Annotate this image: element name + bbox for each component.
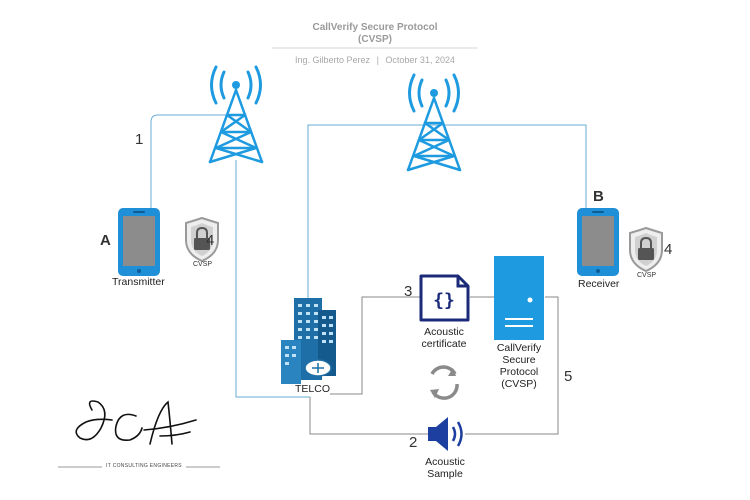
byline: Ing. Gilberto Perez | October 31, 2024 xyxy=(0,55,750,65)
link-sample-telco xyxy=(309,397,430,435)
server-label-line3: Protocol xyxy=(499,366,539,378)
cvsp-badge-left: CVSP xyxy=(193,261,213,268)
server-icon xyxy=(494,256,544,340)
node-b-letter: B xyxy=(593,188,604,205)
shield-lock-icon xyxy=(629,226,663,273)
diagram-title: CallVerify Secure Protocol xyxy=(312,22,438,33)
step-3-label: 3 xyxy=(404,283,413,300)
link-telco-certificate xyxy=(330,296,420,395)
speaker-icon xyxy=(428,417,463,451)
cvsp-badge-right: CVSP xyxy=(637,272,657,279)
step-5-label: 5 xyxy=(564,368,573,385)
certificate-document-icon: {} xyxy=(419,274,470,322)
telco-building-icon xyxy=(281,298,336,384)
shield-lock-icon xyxy=(185,216,219,263)
step-1-label: 1 xyxy=(135,131,144,148)
sync-icon xyxy=(430,365,459,400)
smartphone-icon xyxy=(118,208,160,276)
link-transmitter-tower xyxy=(150,114,231,210)
certificate-label: Acoustic certificate xyxy=(412,326,476,350)
company-logo xyxy=(75,400,197,445)
link-telco-receiver-tower xyxy=(307,124,587,300)
sample-label: Acoustic Sample xyxy=(416,456,474,480)
step-4-label-left: 4 xyxy=(206,232,215,249)
tower-icon xyxy=(406,73,462,172)
receiver-label: Receiver xyxy=(578,278,620,290)
process-lines xyxy=(309,296,559,435)
link-server-sample xyxy=(465,296,559,435)
server-label-line1: CallVerify xyxy=(496,342,542,354)
byline-separator: | xyxy=(376,55,379,65)
publish-date: October 31, 2024 xyxy=(385,55,455,65)
certificate-label-line1: Acoustic xyxy=(424,326,464,338)
link-tower-telco xyxy=(235,160,310,398)
telco-label: TELCO xyxy=(295,383,331,395)
diagram-title-abbrev: (CVSP) xyxy=(358,34,392,45)
smartphone-icon xyxy=(577,208,619,276)
connection-lines xyxy=(150,114,587,398)
node-a-letter: A xyxy=(100,232,111,249)
sample-label-line1: Acoustic xyxy=(425,456,465,468)
author-name: Ing. Gilberto Perez xyxy=(295,55,371,65)
logo-tagline: IT CONSULTING ENGINEERS xyxy=(106,463,182,469)
transmitter-label: Transmitter xyxy=(112,276,165,288)
server-label-line4: (CVSP) xyxy=(501,378,537,390)
sample-label-line2: Sample xyxy=(427,468,463,480)
certificate-label-line2: certificate xyxy=(421,338,467,350)
step-4-label-right: 4 xyxy=(664,241,673,258)
svg-text:{}: {} xyxy=(433,290,455,311)
server-label: CallVerify Secure Protocol (CVSP) xyxy=(488,342,550,390)
server-label-line2: Secure xyxy=(502,354,536,366)
step-2-label: 2 xyxy=(409,434,418,451)
tower-icon xyxy=(208,65,264,164)
